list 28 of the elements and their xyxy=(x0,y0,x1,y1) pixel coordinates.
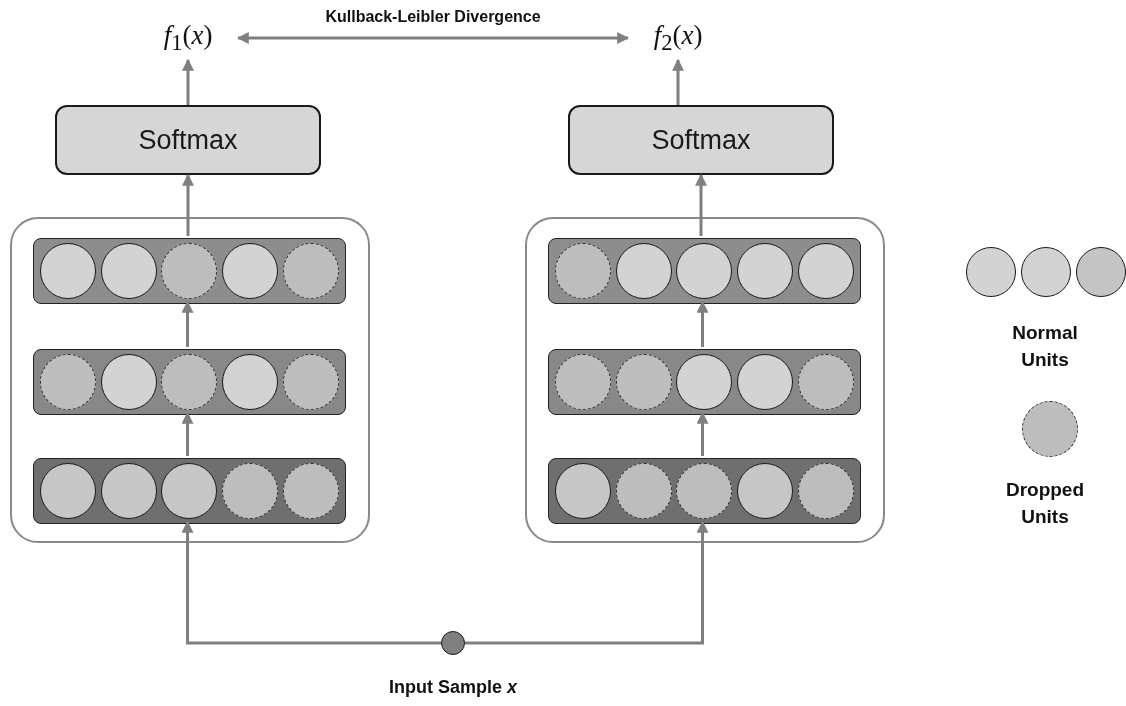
arrow xyxy=(181,300,194,347)
arrow xyxy=(182,58,194,105)
function-label: f$_{2}$(x) xyxy=(653,19,703,57)
input-label: Input Sample x xyxy=(388,676,519,699)
legend-label: Dropped Units xyxy=(1004,478,1086,529)
layer-bar xyxy=(548,349,861,415)
function-label: f$_{1}$(x) xyxy=(163,19,213,57)
network-container xyxy=(10,217,370,543)
edge-label: Kullback-Leibler Divergence xyxy=(324,7,542,27)
arrow xyxy=(696,411,709,456)
layer-bar xyxy=(548,238,861,304)
arrow xyxy=(465,520,709,645)
layer-bar xyxy=(548,458,861,524)
network-container xyxy=(525,217,885,543)
arrow xyxy=(696,300,709,347)
arrow xyxy=(672,58,684,105)
arrow xyxy=(695,173,707,236)
input-dot xyxy=(441,631,465,655)
layer-bar xyxy=(33,238,346,304)
arrow xyxy=(181,520,441,645)
double-arrow xyxy=(236,32,630,44)
softmax-box: Softmax xyxy=(55,105,321,175)
arrow xyxy=(181,411,194,456)
softmax-box: Softmax xyxy=(568,105,834,175)
legend-label: Normal Units xyxy=(1011,321,1079,372)
layer-bar xyxy=(33,349,346,415)
arrow xyxy=(182,173,194,236)
layer-bar xyxy=(33,458,346,524)
